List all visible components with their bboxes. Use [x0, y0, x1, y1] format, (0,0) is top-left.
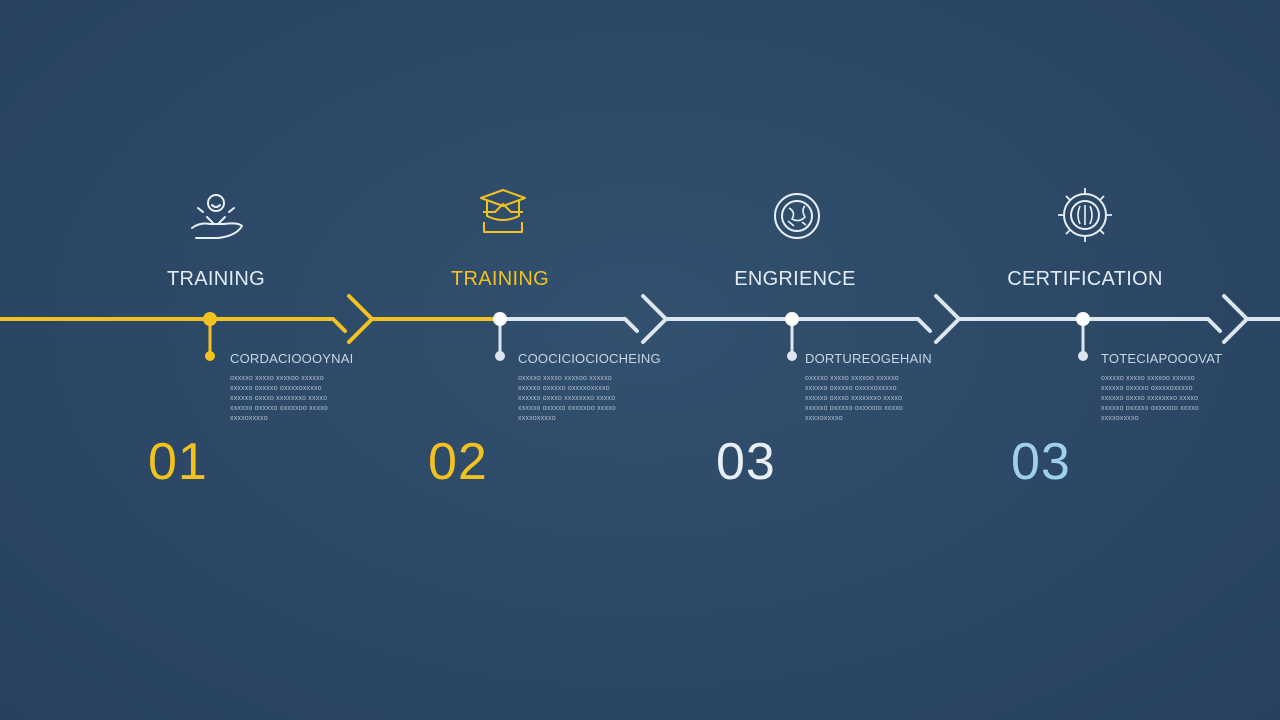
step-description-4: oxxxxo xxxxo xxxxoo xxxxxo xxxxxo oxxxxo…: [1101, 374, 1236, 424]
globe-badge-icon: [774, 193, 820, 239]
description-line: xxxxoxxxxo: [518, 415, 556, 422]
step-number-3: 03: [716, 433, 776, 491]
certificate-seal-icon: [1058, 188, 1112, 242]
step-title-2: TRAINING: [451, 268, 549, 290]
step-title-4: CERTIFICATION: [1007, 268, 1163, 290]
graduation-cap-icon: [480, 189, 526, 233]
step-title-1: TRAINING: [167, 268, 265, 290]
description-line: oxxxxo xxxxo xxxxoo xxxxxo: [230, 375, 324, 382]
step-description-3: oxxxxo xxxxo xxxxoo xxxxxo xxxxxo oxxxxo…: [805, 374, 940, 424]
description-line: xxxxxo oxxxxo oxxxxoo xxxxo: [1101, 405, 1199, 412]
description-line: xxxxoxxxxo: [230, 415, 268, 422]
description-line: xxxxxo oxxxo xxxxxxxo xxxxo: [1101, 395, 1199, 402]
description-line: xxxxxo oxxxxo oxxxxoxxxxo: [1101, 385, 1193, 392]
step-title-3: ENGRIENCE: [734, 268, 856, 290]
description-line: xxxxxo oxxxo xxxxxxxo xxxxo: [230, 395, 328, 402]
timeline-segment-2b: [498, 317, 639, 333]
description-line: xxxxoxxxxo: [805, 415, 843, 422]
step-description-2: oxxxxo xxxxo xxxxoo xxxxxo xxxxxo oxxxxo…: [518, 374, 653, 424]
description-line: xxxxxo oxxxxo oxxxxoxxxxo: [518, 385, 610, 392]
description-line: xxxxxo oxxxxo oxxxxoxxxxo: [805, 385, 897, 392]
timeline-node-4: [1076, 312, 1090, 361]
timeline-segment-3: [664, 317, 932, 333]
step-number-4: 03: [1011, 433, 1071, 491]
timeline-node-1: [203, 312, 217, 361]
description-line: xxxxxo oxxxxo oxxxxoxxxxo: [230, 385, 322, 392]
timeline-arrow-2: [641, 294, 668, 344]
step-number-2: 02: [428, 433, 488, 491]
step-heading-2: COOCICIOCIOCHEING: [518, 351, 661, 366]
timeline-segment-4: [957, 317, 1222, 333]
step-heading-4: TOTECIAPOOOVAT: [1101, 351, 1223, 366]
timeline-node-2: [493, 312, 507, 361]
description-line: oxxxxo xxxxo xxxxoo xxxxxo: [518, 375, 612, 382]
description-line: xxxxxo oxxxo xxxxxxxo xxxxo: [805, 395, 903, 402]
description-line: xxxxxo oxxxo xxxxxxxo xxxxo: [518, 395, 616, 402]
timeline-arrow-1: [347, 294, 374, 344]
description-line: xxxxxo oxxxxo oxxxxoo xxxxo: [805, 405, 903, 412]
description-line: xxxxoxxxxo: [1101, 415, 1139, 422]
description-line: oxxxxo xxxxo xxxxoo xxxxxo: [805, 375, 899, 382]
step-heading-3: DORTUREOGEHAIN: [805, 351, 932, 366]
timeline-segment-1: [0, 317, 347, 333]
step-heading-1: CORDACIOOOYNAI: [230, 351, 354, 366]
timeline-arrow-3: [934, 294, 961, 344]
description-line: xxxxxo oxxxxo oxxxxoo xxxxo: [230, 405, 328, 412]
description-line: oxxxxo xxxxo xxxxoo xxxxxo: [1101, 375, 1195, 382]
description-line: xxxxxo oxxxxo oxxxxoo xxxxo: [518, 405, 616, 412]
hand-person-icon: [191, 194, 243, 239]
timeline-node-3: [785, 312, 799, 361]
timeline-arrow-4: [1222, 294, 1249, 344]
timeline-track: [0, 294, 1280, 344]
step-description-1: oxxxxo xxxxo xxxxoo xxxxxo xxxxxo oxxxxo…: [230, 374, 365, 424]
step-number-1: 01: [148, 433, 208, 491]
